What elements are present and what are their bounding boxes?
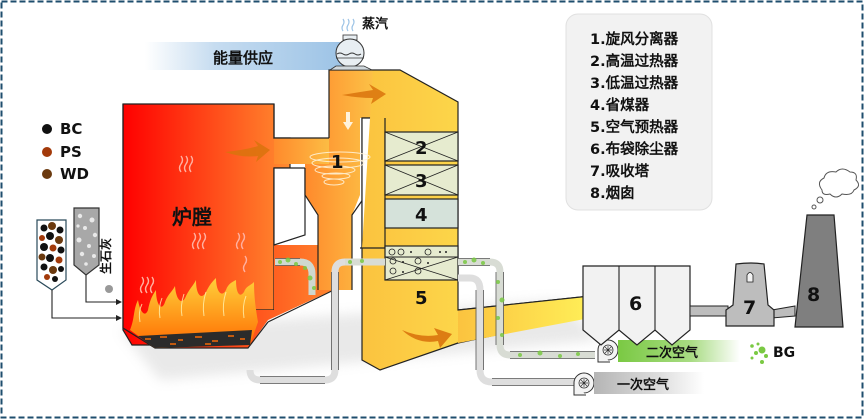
steam-drum-icon [328, 34, 373, 71]
unit-number-1: 1 [331, 152, 344, 173]
legend-label-ps: PS [60, 143, 82, 161]
component-legend-item: 5.空气预热器 [590, 118, 679, 136]
smoke-cloud-icon [811, 168, 860, 210]
secondary-air-fan-icon [597, 339, 619, 363]
steam-icon [341, 18, 355, 32]
bg-legend-label: BG [773, 345, 795, 361]
low-temp-superheater [384, 164, 459, 196]
air-pipes [246, 258, 595, 386]
component-legend-item: 1.旋风分离器 [590, 30, 679, 48]
primary-air-fan-icon [573, 372, 595, 396]
unit-number-7: 7 [743, 297, 756, 319]
quicklime-particle [105, 285, 113, 293]
legend-dot-ps [42, 147, 52, 157]
unit-number-8: 8 [807, 284, 820, 306]
furnace-outlet-duct [274, 138, 334, 164]
legend-label-wd: WD [60, 165, 89, 183]
component-legend-item: 4.省煤器 [590, 96, 650, 114]
unit-number-5: 5 [415, 288, 428, 309]
cyclone-separator [305, 70, 373, 290]
fuel-hopper [36, 219, 67, 291]
swirl-icon [309, 151, 371, 186]
updraft-arrow-icon [343, 112, 353, 130]
tower-to-chimney-duct [771, 305, 796, 319]
flow-arrow-icon [402, 328, 452, 348]
filter-to-tower-duct [689, 305, 729, 317]
component-legend-item: 6.布袋除尘器 [590, 140, 679, 158]
component-legend-box [565, 13, 713, 211]
bg-legend-icon [750, 342, 768, 364]
component-legend-item: 8.烟囱 [590, 184, 635, 202]
unit-number-4: 4 [415, 205, 428, 226]
steam-label: 蒸汽 [362, 16, 388, 32]
legend-label-bc: BC [60, 120, 82, 138]
bg-particles [278, 257, 580, 358]
bag-filter [582, 265, 691, 346]
unit-number-2: 2 [415, 138, 428, 159]
secondary-air-band [618, 340, 740, 362]
component-legend-item: 2.高温过热器 [590, 52, 679, 70]
unit-number-3: 3 [415, 171, 428, 192]
secondary-air-label: 二次空气 [646, 345, 698, 361]
component-legend-item: 3.低温过热器 [590, 74, 679, 92]
economizer [384, 198, 459, 229]
energy-supply-band [145, 42, 345, 70]
flow-arrow-icon [342, 84, 386, 104]
flames-icon [130, 278, 258, 348]
air-preheater [384, 245, 459, 281]
legend-dot-bc [42, 124, 52, 134]
heat-icon [139, 155, 248, 294]
quicklime-label: 生石灰 [98, 238, 113, 274]
absorber-tower [725, 262, 775, 327]
legend-dot-wd [42, 169, 52, 179]
high-temp-superheater [384, 131, 459, 162]
primary-air-label: 一次空气 [617, 377, 669, 393]
fuel-bed [138, 330, 252, 348]
unit-number-6: 6 [629, 293, 642, 315]
flow-arrow-icon [225, 140, 270, 162]
energy-supply-label: 能量供应 [213, 49, 273, 67]
primary-air-band [594, 372, 704, 394]
component-legend-item: 7.吸收塔 [590, 162, 650, 180]
quicklime-hopper [73, 207, 100, 276]
chimney [794, 214, 844, 328]
furnace-label: 炉膛 [172, 205, 212, 229]
